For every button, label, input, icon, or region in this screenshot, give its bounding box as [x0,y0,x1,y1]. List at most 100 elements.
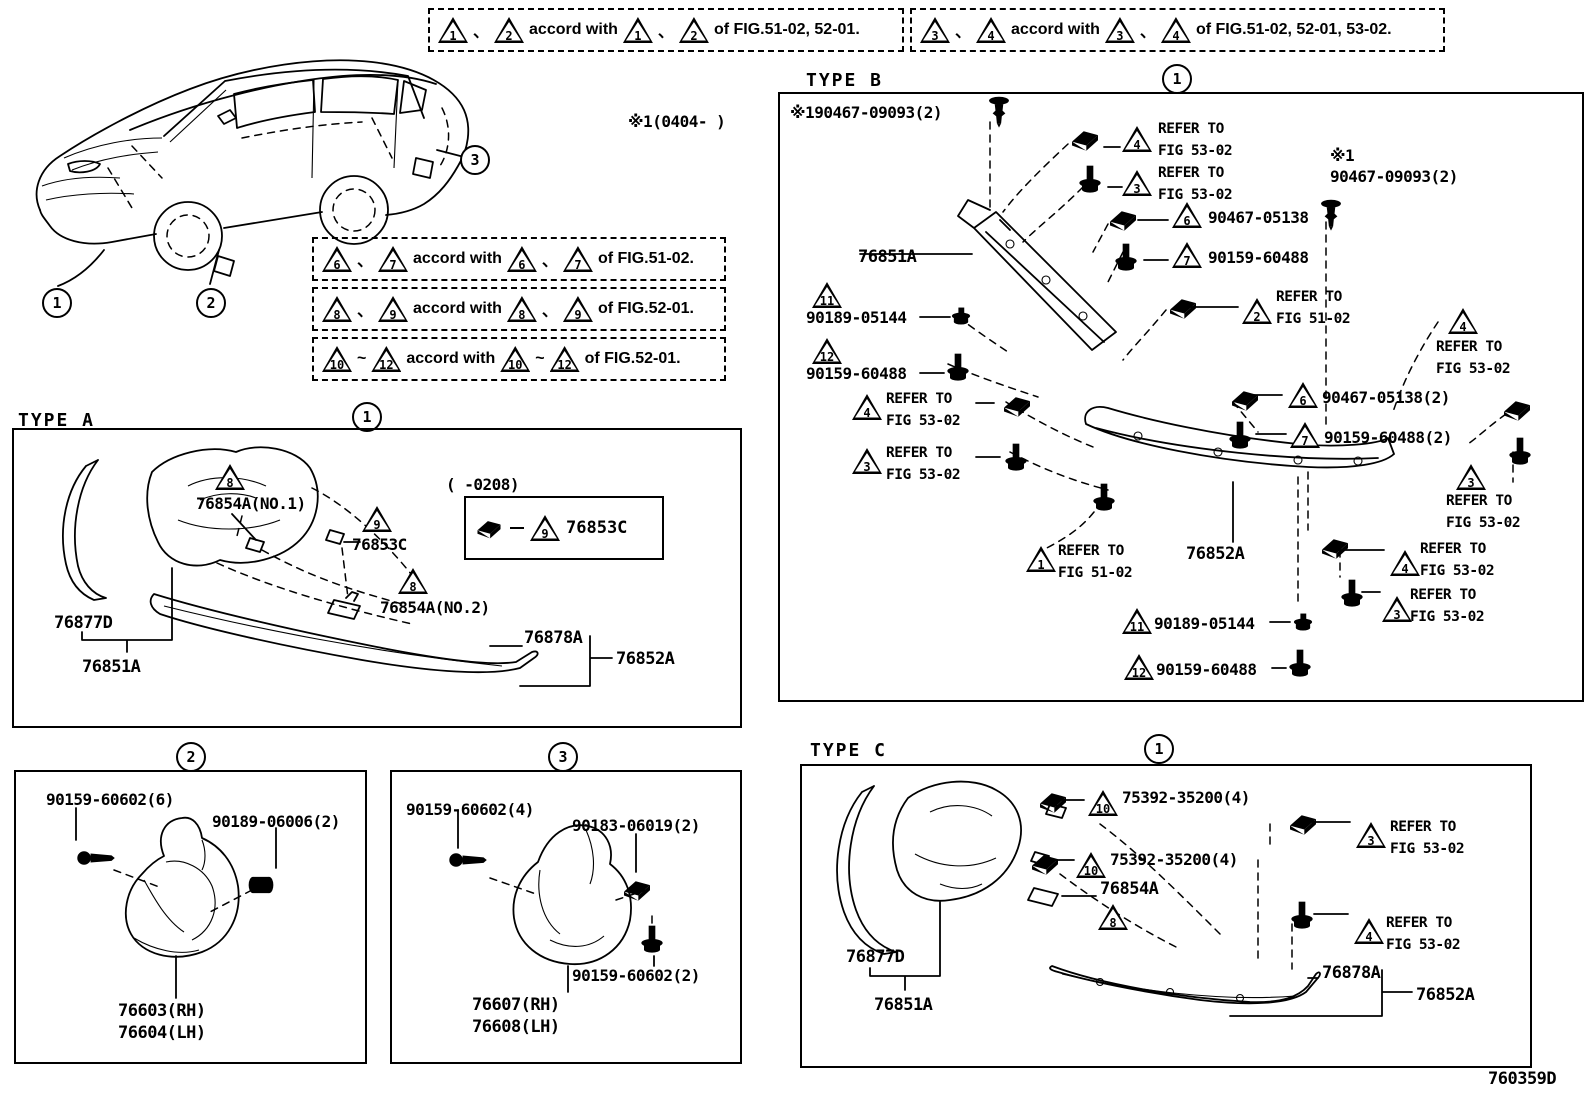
type-b-title: TYPE B [806,70,884,91]
legend-accord-1-2: 1 、 2 accord with 1 、 2 of FIG.51-02, 52… [428,8,904,52]
refer-to-label: REFER TO FIG 53-02 [1386,915,1461,954]
seal-76877d-shape [836,785,897,955]
part-label-90467-05138-2: 90467-05138(2) [1322,388,1450,407]
triangle-callout: 3 [1356,822,1386,848]
push-rivet-icon [989,96,1009,128]
type-b-box [778,92,1584,702]
bolt-icon [1341,579,1363,607]
triangle-callout: 11 [812,282,842,308]
legend-accord-6-7: 6 、 7 accord with 6 、 7 of FIG.51-02. [312,237,726,281]
clip-icon [1232,391,1258,411]
legend-separator: 、 [541,253,558,270]
part-label-90189-06006: 90189-06006(2) [212,812,340,831]
part-label-90467-09093-right: ※1 90467-09093(2) [1330,146,1458,186]
triangle-callout: 10 [322,346,352,372]
triangle-callout: 3 [1382,596,1412,622]
part-label-76852a: 76852A [1186,544,1245,564]
triangle-callout: 3 [1456,464,1486,490]
triangle-callout: 4 [852,394,882,420]
bolt-icon [1509,437,1531,465]
triangle-callout: 11 [1122,608,1152,634]
seal-76877d-shape [62,459,107,601]
part-label-76854a-no2: 76854A(NO.2) [380,598,490,617]
refer-to-label: REFER TO FIG 53-02 [1158,121,1233,160]
legend-separator: 、 [657,24,674,41]
part-label-76852a: 76852A [1416,985,1475,1005]
part-label-90467-05138: 90467-05138 [1208,208,1309,227]
section-callout-3: 3 [548,742,578,772]
triangle-callout: 8 [506,296,537,322]
legend-text: accord with [1011,21,1100,38]
part-label-90159-60602-4: 90159-60602(4) [406,800,534,819]
legend-accord-10-12: 10 ~ 12 accord with 10 ~ 12 of FIG.52-01… [312,337,726,381]
mudguard-front-box [14,770,367,1064]
triangle-callout: 7 [1290,422,1320,448]
triangle-callout: 1 [1026,546,1056,572]
type-b-line-art [859,121,1514,669]
type-a-callout: 1 [352,402,382,432]
clip-icon [1110,211,1136,231]
triangle-callout: 4 [1160,17,1191,43]
clip-icon [1504,401,1530,421]
triangle-callout: 6 [1288,382,1318,408]
triangle-callout: 8 [1098,904,1128,930]
bolt-icon [1115,243,1137,271]
legend-separator: ~ [535,350,545,367]
part-label-76878a: 76878A [1322,963,1381,983]
triangle-callout: 8 [398,568,428,594]
part-label-90183-06019: 90183-06019(2) [572,816,700,835]
refer-to-label: REFER TO FIG 53-02 [1436,339,1511,378]
triangle-callout: 7 [1172,242,1202,268]
nut-icon [951,307,971,325]
clip-icon [1040,793,1066,813]
mudguard-76607-shape [512,824,632,965]
triangle-callout: 12 [812,338,842,364]
type-b-callout: 1 [1162,64,1192,94]
clip-icon [1072,131,1098,151]
legend-separator: ~ [357,350,367,367]
clip-icon [624,881,650,901]
part-label-76604-lh: 76604(LH) [118,1023,206,1043]
part-label-90159-60488: 90159-60488 [806,364,907,383]
legend-text: of FIG.51-02. [597,250,694,267]
triangle-callout: 2 [1242,298,1272,324]
refer-to-label: REFER TO FIG 53-02 [1410,587,1485,626]
clip-icon [1170,299,1196,319]
spoiler-76852a-shape [149,593,539,674]
spoiler-76852a-shape [1084,406,1395,469]
nut-icon [1293,613,1313,631]
rear-mudguard-shape [412,157,434,179]
spoiler-76852a-shape [1049,965,1321,1005]
retainer-76851a-shape [957,199,1117,351]
triangle-callout: 10 [1076,852,1106,878]
legend-separator: 、 [357,303,374,320]
type-a-inset-box: 9 76853C [464,496,664,560]
triangle-callout: 2 [678,17,709,43]
part-label-76608-lh: 76608(LH) [472,1017,560,1037]
part-label-76603-rh: 76603(RH) [118,1001,206,1021]
triangle-callout: 3 [920,17,950,43]
bolt-icon [1289,649,1311,677]
legend-separator: 、 [955,24,972,41]
triangle-callout: 1 [622,17,653,43]
legend-text: accord with [413,300,502,317]
legend-text: accord with [413,250,502,267]
legend-text: accord with [406,350,496,367]
triangle-callout: 12 [371,346,402,372]
screw-icon [449,853,487,867]
pad-76854a-no2-shape [327,591,361,620]
triangle-callout: 4 [1390,550,1420,576]
bolt-icon [641,925,663,953]
triangle-callout: 7 [378,246,409,272]
legend-accord-3-4: 3 、 4 accord with 3 、 4 of FIG.51-02, 52… [910,8,1445,52]
type-a-title: TYPE A [18,410,96,431]
part-label-76851a: 76851A [82,657,141,677]
part-label-75392-35200: 75392-35200(4) [1110,850,1238,869]
bolt-icon [1093,483,1115,511]
type-c-box [800,764,1532,1068]
car-callout-2: 2 [196,288,226,318]
clip-icon [1290,815,1316,835]
legend-separator: 、 [1139,24,1156,41]
legend-text: of FIG.51-02, 52-01, 53-02. [1195,21,1392,38]
